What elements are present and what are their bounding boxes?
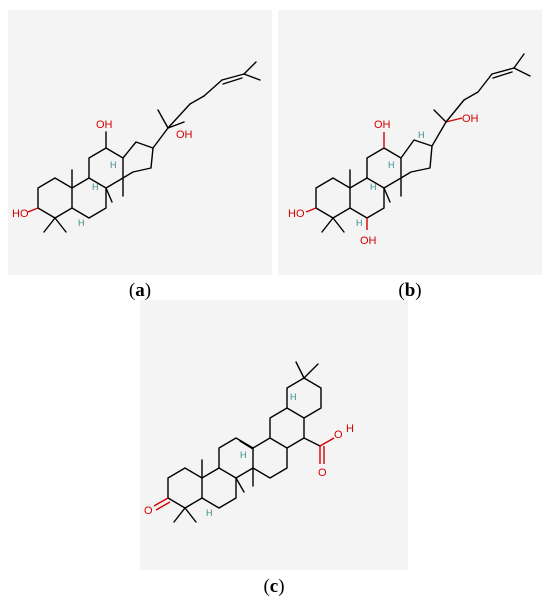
caption-paren-open: ( [263,576,270,597]
panel-caption-a: (a) [120,280,160,302]
molecule-c-drawing: O O O H H H H [144,361,354,523]
molecule-b-drawing: OH OH HO OH H H H H [288,53,531,247]
stereo-hydrogen-label: H [206,508,213,518]
atom-label-o: O [144,505,153,517]
structure-panel-b: OH OH HO OH H H H H [278,10,542,275]
stereo-hydrogen-label: H [356,218,363,228]
atom-label-oh: OH [96,119,113,131]
caption-letter: c [269,576,279,597]
caption-letter: b [404,280,416,301]
structure-panel-a: OH OH HO H H H [8,10,272,275]
caption-paren-close: ) [415,280,422,301]
caption-paren-close: ) [144,280,152,301]
atom-label-oh: OH [374,119,391,131]
stereo-hydrogen-label: H [370,182,377,192]
caption-letter: a [135,280,145,301]
molecule-a-drawing: OH OH HO H H H [12,61,261,233]
atom-label-oh: OH [360,235,377,247]
atom-label-oh: OH [462,113,479,125]
stereo-hydrogen-label: H [388,160,395,170]
stereo-hydrogen-label: H [240,450,247,460]
atom-label-o: O [334,429,343,441]
atom-label-ho: HO [288,208,305,220]
stereo-hydrogen-label: H [290,392,297,402]
caption-paren-open: ( [398,280,405,301]
atom-label-oh: OH [176,129,193,141]
panel-caption-b: (b) [390,280,430,302]
atom-label-h: H [346,423,354,435]
caption-paren-open: ( [128,280,136,301]
atom-label-ho: HO [12,208,29,220]
stereo-hydrogen-label: H [92,182,99,192]
atom-label-o: O [318,467,327,479]
stereo-hydrogen-label: H [418,130,425,140]
stereo-hydrogen-label: H [78,218,85,228]
structure-panel-c: O O O H H H H [140,300,408,570]
panel-caption-c: (c) [254,576,294,598]
stereo-hydrogen-label: H [110,160,117,170]
caption-paren-close: ) [278,576,285,597]
